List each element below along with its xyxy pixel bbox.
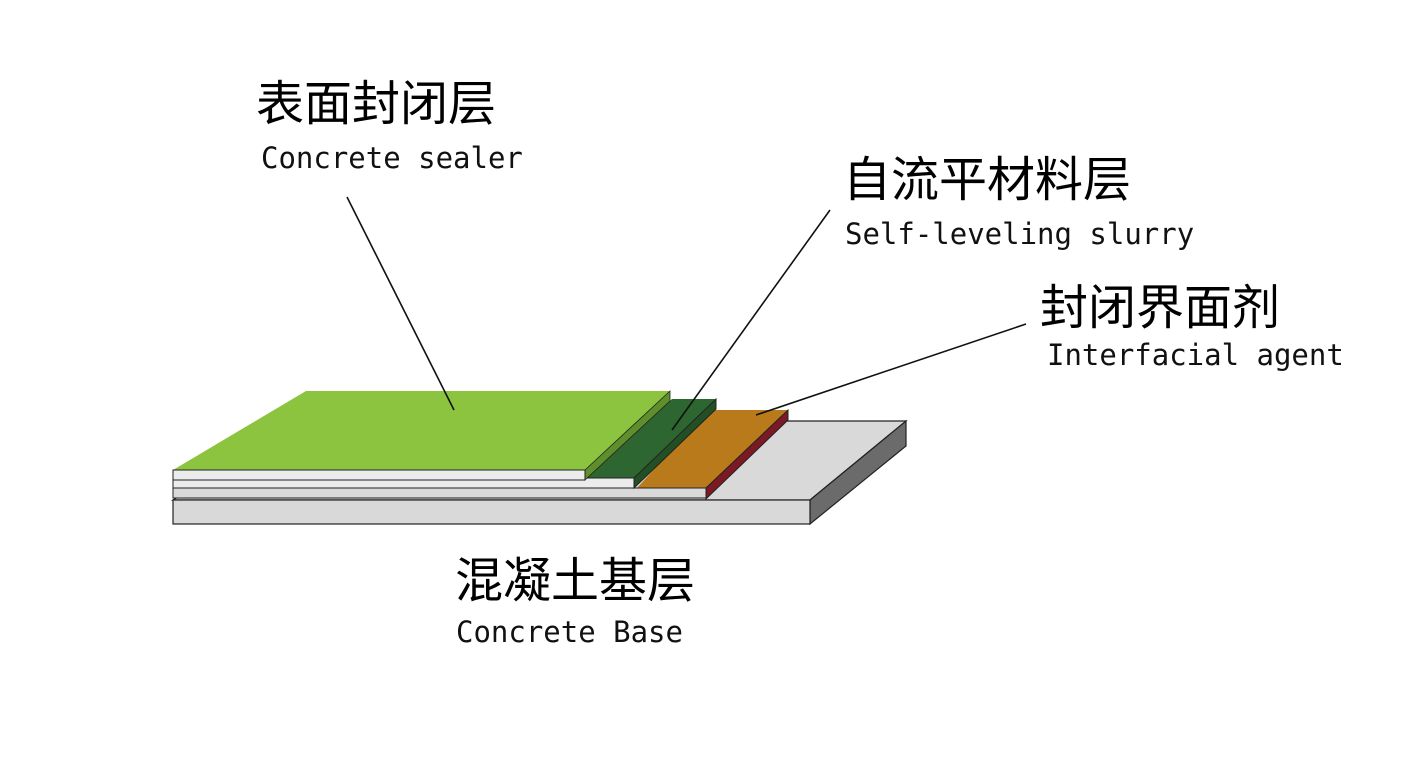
agent-top-face — [637, 410, 788, 488]
sealer-front-face — [172, 469, 586, 481]
agent-front-face — [172, 487, 707, 499]
base-label-zh: 混凝土基层 — [455, 553, 696, 609]
sealer-top-face — [173, 391, 670, 470]
slurry-label-zh: 自流平材料层 — [843, 152, 1132, 208]
surface-sealer-layer — [172, 390, 671, 481]
slurry-top-face — [585, 399, 716, 478]
slurry-label-en: Self-leveling slurry — [845, 217, 1195, 251]
leader-line-agent — [755, 323, 1027, 416]
agent-label-en: Interfacial agent — [1047, 338, 1344, 372]
self-leveling-slurry-layer — [172, 397, 717, 490]
sealer-label-en: Concrete sealer — [261, 141, 523, 175]
leader-line-sealer — [346, 196, 455, 411]
base-front-face — [172, 499, 811, 525]
base-label-en: Concrete Base — [456, 615, 683, 649]
leader-line-slurry — [671, 209, 831, 431]
interfacial-agent-layer — [172, 408, 789, 501]
sealer-label-zh: 表面封闭层 — [256, 76, 497, 132]
agent-label-zh: 封闭界面剂 — [1040, 280, 1281, 336]
